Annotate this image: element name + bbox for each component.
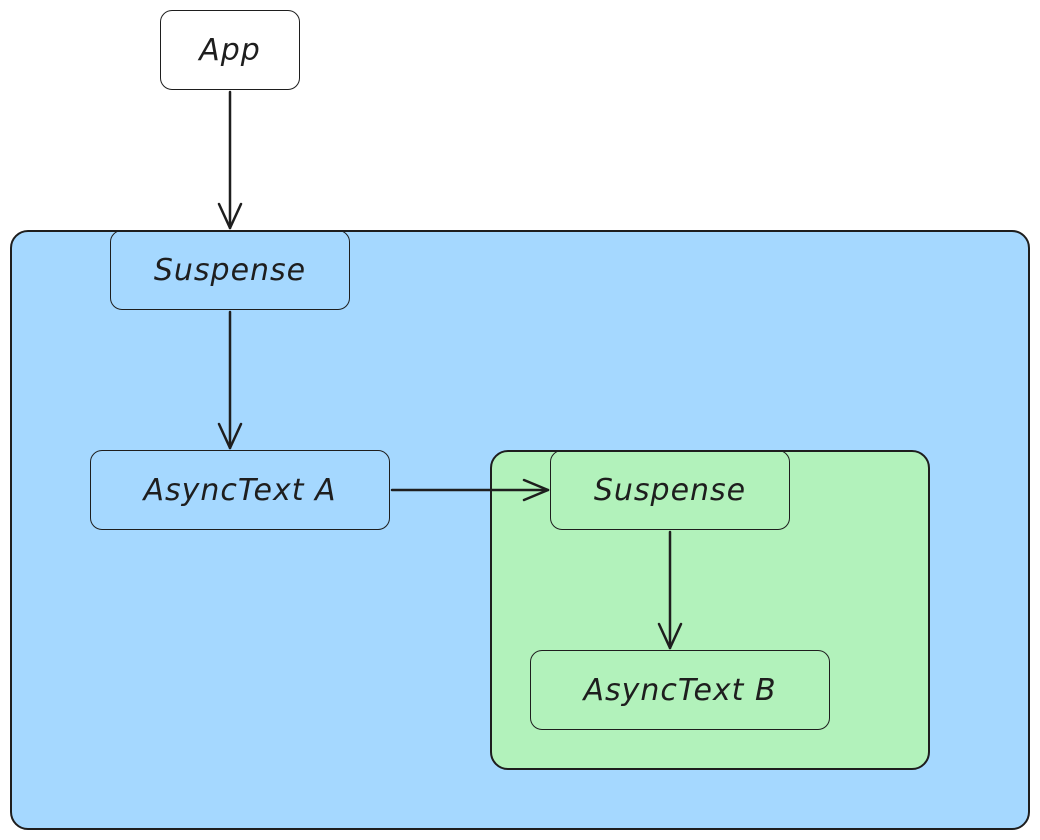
asynctext-a-node[interactable]: AsyncText A — [90, 450, 390, 530]
app-node[interactable]: App — [160, 10, 300, 90]
inner-suspense-boundary — [490, 450, 930, 770]
asynctext-b-node[interactable]: AsyncText B — [530, 650, 830, 730]
edge-app-to-suspense — [217, 90, 243, 230]
suspense-node-inner[interactable]: Suspense — [550, 450, 790, 530]
suspense-node-outer[interactable]: Suspense — [110, 230, 350, 310]
